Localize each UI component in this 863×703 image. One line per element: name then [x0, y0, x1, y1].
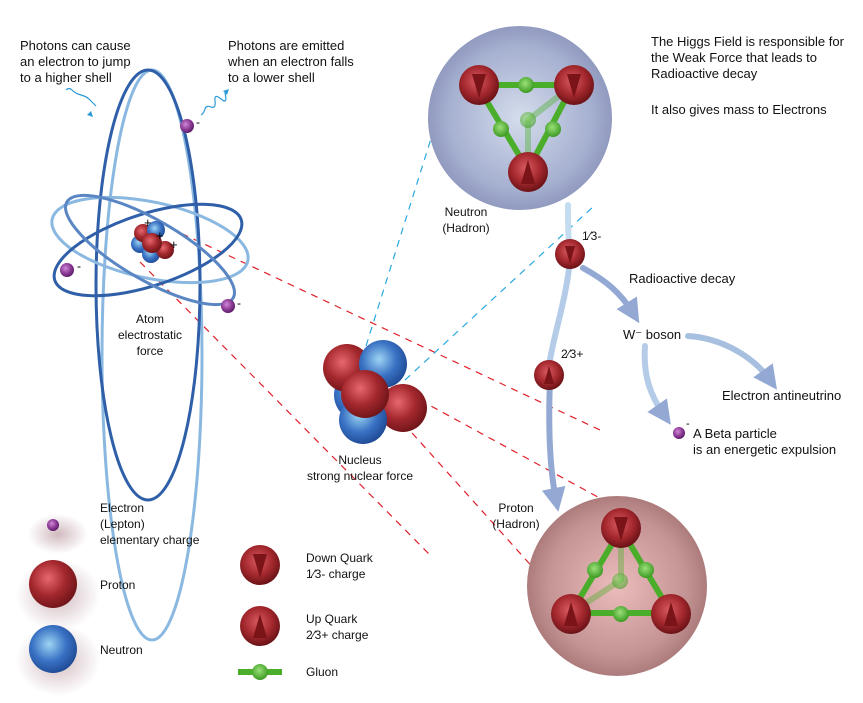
antineutrino-arrow: [685, 333, 778, 390]
gluon: [493, 121, 509, 137]
photon-emit-icon: [200, 92, 227, 116]
blue-dash-line: [404, 204, 596, 381]
gluon: [587, 562, 603, 578]
legend-gluon-icon: [238, 664, 282, 680]
down-charge-label: 1⁄3-: [582, 229, 602, 243]
gluon: [638, 562, 654, 578]
photon-absorb-icon: [65, 87, 97, 107]
legend-up-quark-label: Up Quark 2⁄3+ charge: [306, 612, 369, 642]
nucleus: [323, 340, 427, 444]
red-dash-line: [169, 227, 601, 431]
atom-nucleus: [131, 221, 174, 263]
proton-hadron: [527, 496, 707, 676]
proton-charge-sign: +: [144, 215, 152, 230]
legend-gluon-label: Gluon: [306, 665, 339, 679]
higgs-annotation: The Higgs Field is responsible for the W…: [651, 34, 844, 81]
proton-charge-sign: +: [170, 237, 178, 252]
legend-proton-label: Proton: [100, 578, 136, 592]
photon-emit-arrow: [223, 89, 229, 95]
legend-up-quark-icon: [240, 606, 280, 646]
legend-down-quark-icon: [240, 545, 280, 585]
orbit-tilted-dark: [52, 202, 244, 298]
antineutrino-label: Electron antineutrino: [722, 388, 842, 403]
neutron-hadron: [428, 26, 612, 210]
down-to-up-path: [547, 257, 573, 363]
photon-absorb-annotation: Photons can cause an electron to jump to…: [20, 38, 131, 85]
blue-dash-line: [365, 109, 441, 347]
up-to-proton-arrow: [541, 377, 566, 512]
red-dash-line: [139, 261, 431, 556]
beta-electron: [673, 427, 685, 439]
gluon: [518, 77, 534, 93]
legend-electron-icon: [47, 519, 59, 531]
legend-neutron-label: Neutron: [100, 643, 143, 657]
down-quark: [554, 65, 594, 105]
up-quark: [551, 594, 591, 634]
gluon: [612, 573, 628, 589]
proton-charge-sign: +: [156, 228, 164, 243]
photon-absorb-arrow: [87, 111, 93, 117]
radioactive-decay-arrow: [580, 265, 640, 324]
beta-particle-arrow: [641, 343, 671, 425]
decay-up-quark: [534, 360, 564, 390]
legend-down-quark-label: Down Quark 1⁄3- charge: [306, 551, 373, 581]
radioactive-decay-label: Radioactive decay: [629, 271, 736, 286]
gluon: [520, 112, 536, 128]
decay-down-quark: [555, 239, 585, 269]
decay-paths: [541, 202, 778, 512]
orbit-tilted-light: [50, 195, 250, 285]
atom-label: Atom electrostatic force: [117, 312, 183, 358]
legend-electron-label: Electron (Lepton) elementary charge: [100, 501, 200, 547]
up-quark: [508, 152, 548, 192]
legend: [16, 514, 282, 696]
proton-hadron-label: Proton (Hadron): [492, 501, 540, 531]
down-quark: [601, 508, 641, 548]
down-quark: [459, 65, 499, 105]
electron: [180, 119, 194, 133]
electron: [60, 263, 74, 277]
electron-charge-sign: -: [237, 296, 241, 310]
legend-proton-icon: [29, 560, 77, 608]
electron: [221, 299, 235, 313]
nucleus-label: Nucleus strong nuclear force: [306, 453, 414, 483]
orbit-vertical-dark: [94, 68, 202, 502]
higgs-mass-annotation: It also gives mass to Electrons: [651, 102, 827, 117]
beta-electron-sign: -: [686, 418, 690, 430]
orbit-tilted-mid: [64, 193, 236, 307]
up-quark: [651, 594, 691, 634]
up-charge-label: 2⁄3+: [561, 347, 584, 361]
electron-charge-sign: -: [77, 259, 81, 273]
neutron-to-down-path: [565, 202, 573, 248]
gluon: [613, 606, 629, 622]
w-boson-label: W⁻ boson: [623, 327, 682, 342]
atom: + + + - - -: [50, 68, 250, 642]
gluon: [545, 121, 561, 137]
electron-charge-sign: -: [196, 115, 200, 129]
photon-emit-annotation: Photons are emitted when an electron fal…: [228, 38, 354, 85]
legend-neutron-icon: [29, 625, 77, 673]
beta-particle-label: A Beta particle is an energetic expulsio…: [693, 426, 837, 457]
neutron-hadron-label: Neutron (Hadron): [442, 205, 490, 235]
